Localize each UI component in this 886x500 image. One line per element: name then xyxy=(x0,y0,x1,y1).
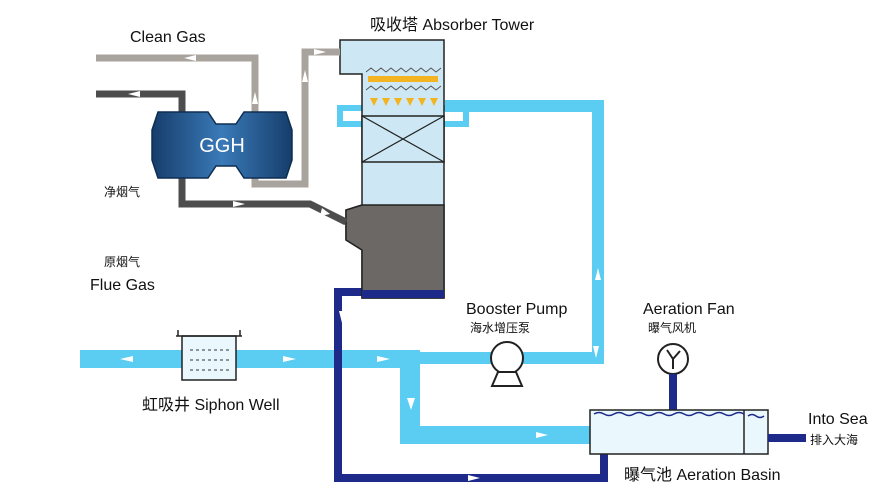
absorber-tower-label: 吸收塔 Absorber Tower xyxy=(370,16,535,34)
spray-nozzles xyxy=(368,76,438,106)
absorber-tower xyxy=(339,39,445,299)
aeration-fan-cn-label: 曝气风机 xyxy=(648,320,696,335)
into-sea-cn-label: 排入大海 xyxy=(810,432,858,447)
demister xyxy=(365,67,442,73)
ggh-label: GGH xyxy=(199,135,245,157)
tower-drain-pipe xyxy=(334,288,608,482)
clean-gas-label: Clean Gas xyxy=(130,29,206,46)
riser-top-pipe xyxy=(445,100,604,112)
clean-gas-outlet xyxy=(96,54,259,120)
tower-liquid-zone xyxy=(345,204,445,299)
into-sea-label: Into Sea xyxy=(808,411,868,428)
booster-pump xyxy=(490,341,524,387)
ggh-heat-exchanger: GGH xyxy=(151,111,293,179)
siphon-well-label: 虹吸井 Siphon Well xyxy=(142,396,280,414)
raw-flue-cn-label: 原烟气 xyxy=(104,254,140,269)
aeration-air-pipe xyxy=(669,374,677,432)
riser-pipe xyxy=(592,100,604,364)
flow-arrows xyxy=(120,49,802,481)
aeration-fan xyxy=(657,343,689,432)
seawater-junction xyxy=(400,350,420,444)
packing-section xyxy=(361,115,445,163)
siphon-well xyxy=(176,330,242,381)
tower-bottom-grate xyxy=(362,290,444,298)
aeration-basin xyxy=(589,409,806,455)
clean-flue-cn-label: 净烟气 xyxy=(104,184,140,199)
basin-feed-pipe xyxy=(400,426,590,444)
booster-pump-cn-label: 海水增压泵 xyxy=(470,320,530,335)
aeration-fan-label: Aeration Fan xyxy=(643,301,735,318)
flue-gas-label: Flue Gas xyxy=(90,277,155,294)
booster-pump-label: Booster Pump xyxy=(466,301,567,318)
aeration-basin-label: 曝气池 Aeration Basin xyxy=(624,466,781,484)
sea-outfall-pipe xyxy=(768,434,806,442)
